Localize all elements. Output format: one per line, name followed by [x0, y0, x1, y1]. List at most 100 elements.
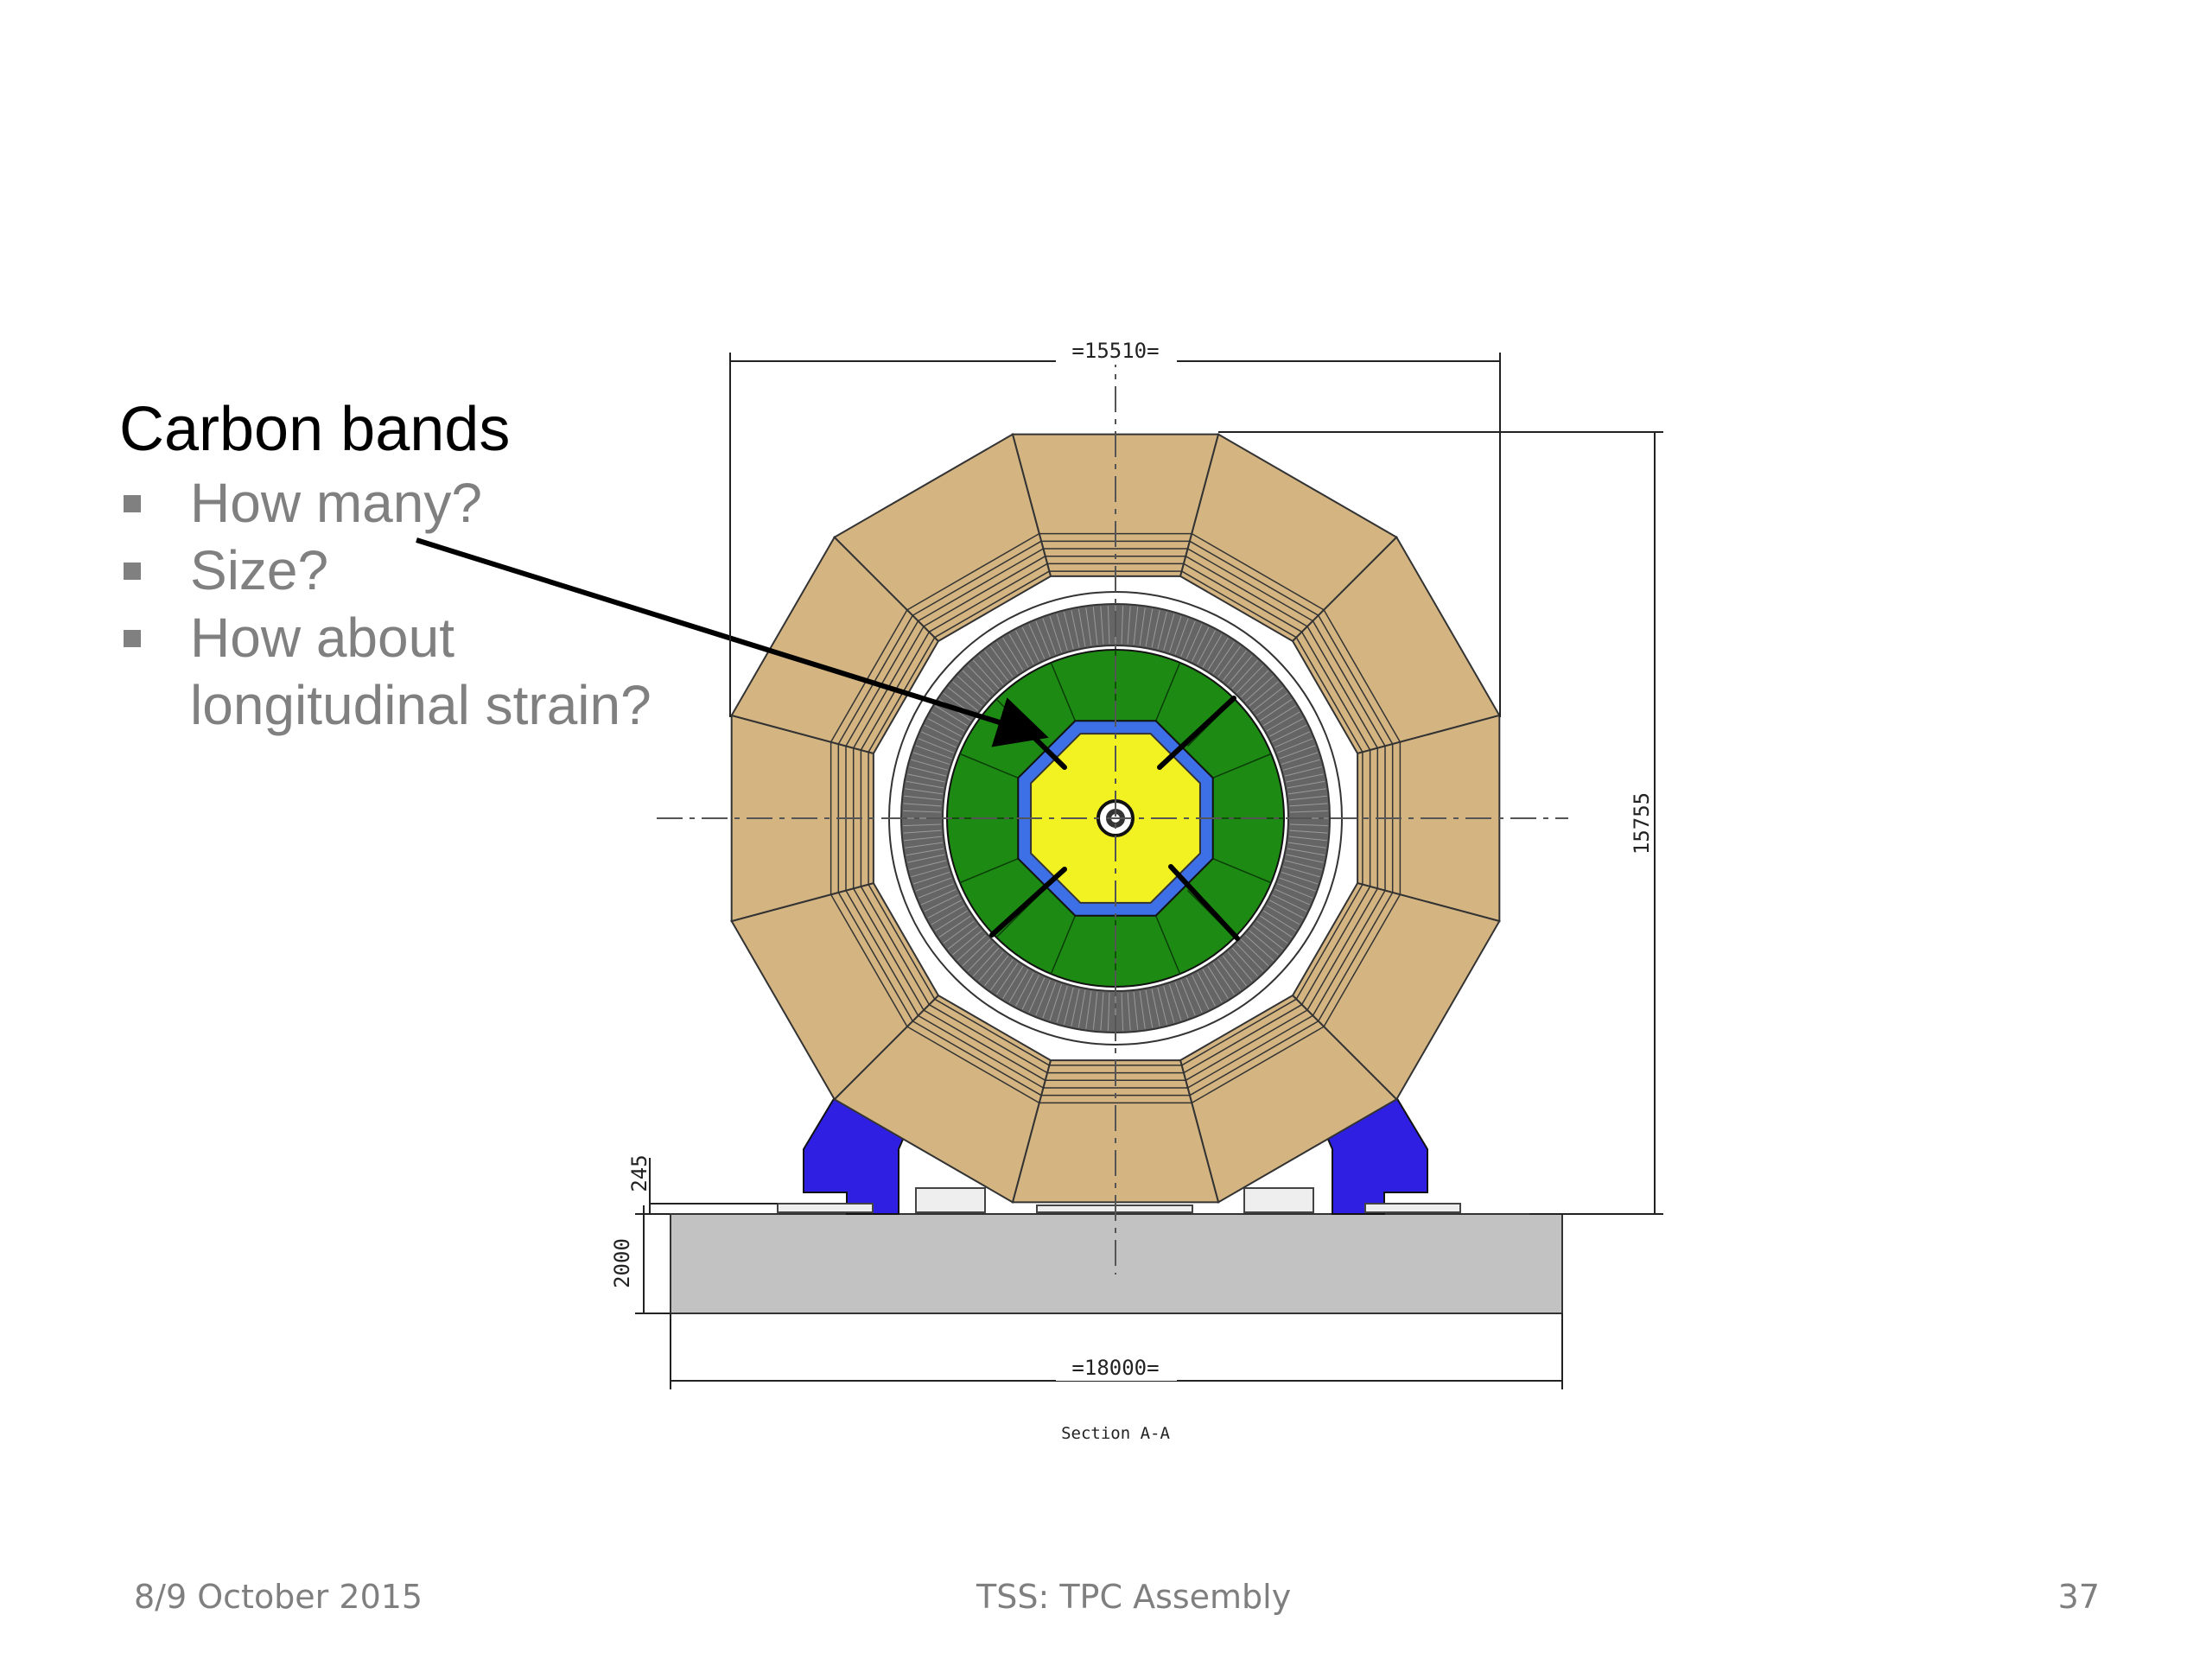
yoke-plate-line	[928, 1004, 1048, 1074]
coil-hatch-line	[1133, 991, 1139, 1030]
dim-top-width: =15510=	[1071, 339, 1159, 363]
coil-hatch-line	[1139, 990, 1146, 1029]
coil-hatch-line	[962, 938, 991, 967]
yoke-plate-line	[906, 532, 1040, 611]
coil-hatch-line	[1227, 655, 1253, 685]
coil-hatch-line	[1207, 966, 1229, 999]
yoke-plate-line	[906, 1026, 1040, 1104]
coil-hatch-line	[1240, 938, 1269, 967]
yoke-plate-line	[1191, 532, 1325, 611]
coil-hatch-line	[1244, 676, 1274, 702]
coil-hatch-line	[1168, 615, 1182, 653]
yoke-plate-line	[1183, 1004, 1303, 1074]
coil-hatch-line	[967, 664, 995, 694]
coil-hatch-line	[1269, 718, 1304, 737]
coil-hatch-line	[1174, 982, 1189, 1019]
coil-hatch-line	[1077, 989, 1086, 1028]
coil-hatch-line	[909, 766, 947, 777]
coil-hatch-line	[1287, 848, 1325, 856]
yoke-plate-line	[845, 890, 919, 1016]
coil-hatch-line	[1185, 624, 1203, 659]
coil-hatching	[903, 606, 1328, 1031]
coil-hatch-line	[1284, 766, 1322, 777]
coil-hatch-line	[1202, 969, 1223, 1003]
coil-hatch-line	[1035, 980, 1051, 1016]
yoke-plate-line	[934, 570, 1050, 639]
yoke-plate-line	[1312, 620, 1386, 747]
coil-hatch-line	[1289, 810, 1328, 813]
coil-hatch-line	[911, 759, 948, 771]
yoke-plate-line	[1181, 998, 1297, 1066]
coil-hatch-line	[1077, 608, 1086, 647]
coil-hatch-line	[1207, 638, 1229, 671]
coil-hatch-line	[1249, 930, 1279, 956]
bullet-text: How about	[190, 607, 454, 669]
yoke-plate-line	[1295, 884, 1363, 1000]
coil-hatch-line	[1015, 972, 1034, 1007]
coil-hatch-line	[1180, 620, 1196, 657]
coil-hatch-line	[947, 925, 979, 950]
yoke-plate-line	[1183, 563, 1303, 632]
dim-plinth-height: 2000	[610, 1238, 634, 1288]
coil-hatch-line	[1042, 982, 1057, 1019]
coil-hatch-line	[1269, 899, 1304, 918]
coil-hatch-line	[947, 687, 979, 712]
coil-hatch-line	[1266, 711, 1300, 732]
coil-hatch-line	[1197, 630, 1216, 664]
coil-hatch-line	[1279, 877, 1316, 892]
footer-date: 8/9 October 2015	[134, 1578, 423, 1616]
coil-hatch-line	[1092, 991, 1098, 1030]
coil-hatch-line	[1071, 610, 1080, 648]
coil-hatch-line	[1064, 612, 1074, 650]
coil-hatch-line	[1279, 745, 1316, 760]
coil-hatch-line	[912, 752, 950, 766]
coil-hatch-line	[1008, 969, 1029, 1003]
coil-hatch-line	[931, 905, 965, 925]
coil-hatch-line	[927, 718, 962, 737]
coil-hatch-line	[1121, 992, 1124, 1031]
coil-hatch-line	[1015, 630, 1034, 664]
coil-hatch-line	[1163, 613, 1175, 651]
coil-hatch-line	[1272, 894, 1307, 912]
yoke-plate-line	[1306, 887, 1378, 1011]
coil-hatch-line	[921, 731, 957, 748]
coil-hatch-line	[1249, 681, 1279, 707]
coil-hatch-line	[1260, 915, 1293, 938]
coil-hatch-line	[1272, 724, 1307, 742]
coil-hatch-line	[918, 883, 954, 899]
coil-hatch-line	[1042, 618, 1057, 655]
coil-hatch-line	[1274, 731, 1310, 748]
coil-hatch-line	[1151, 610, 1160, 648]
coil-hatch-line	[996, 963, 1019, 995]
coil-hatch-line	[1002, 966, 1024, 999]
coil-hatch-line	[973, 659, 1000, 690]
coil-hatch-line	[1021, 626, 1039, 662]
coil-hatch-line	[990, 959, 1014, 991]
coil-hatch-line	[1252, 925, 1284, 950]
coil-hatch-line	[1064, 987, 1074, 1025]
coil-hatch-line	[1157, 612, 1167, 650]
coil-hatch-line	[943, 920, 975, 944]
yoke-plate-line	[1318, 892, 1394, 1022]
coil-hatch-line	[906, 780, 944, 789]
coil-hatch-line	[1274, 888, 1310, 906]
yoke-plate-lines	[830, 532, 1402, 1104]
bullet-item: Size?	[119, 537, 652, 604]
coil-hatch-line	[1145, 989, 1154, 1028]
coil-hatch-line	[1049, 615, 1063, 653]
coil-hatch-line	[912, 871, 950, 885]
coil-hatch-line	[1107, 992, 1110, 1031]
yoke-plate-line	[830, 609, 908, 743]
coil-hatch-line	[1217, 645, 1241, 677]
coil-hatch-line	[918, 738, 954, 753]
coil-hatch-line	[1287, 788, 1326, 795]
yoke-plate-line	[1312, 890, 1386, 1016]
coil-hatch-line	[1217, 959, 1241, 991]
coil-hatch-line	[1286, 773, 1324, 783]
coil-hatch-line	[996, 641, 1019, 674]
yoke-plate-line	[868, 884, 936, 1000]
coil-hatch-line	[1139, 607, 1146, 646]
yoke-plate-line	[1185, 556, 1308, 627]
yoke-plate-line	[1323, 609, 1402, 743]
